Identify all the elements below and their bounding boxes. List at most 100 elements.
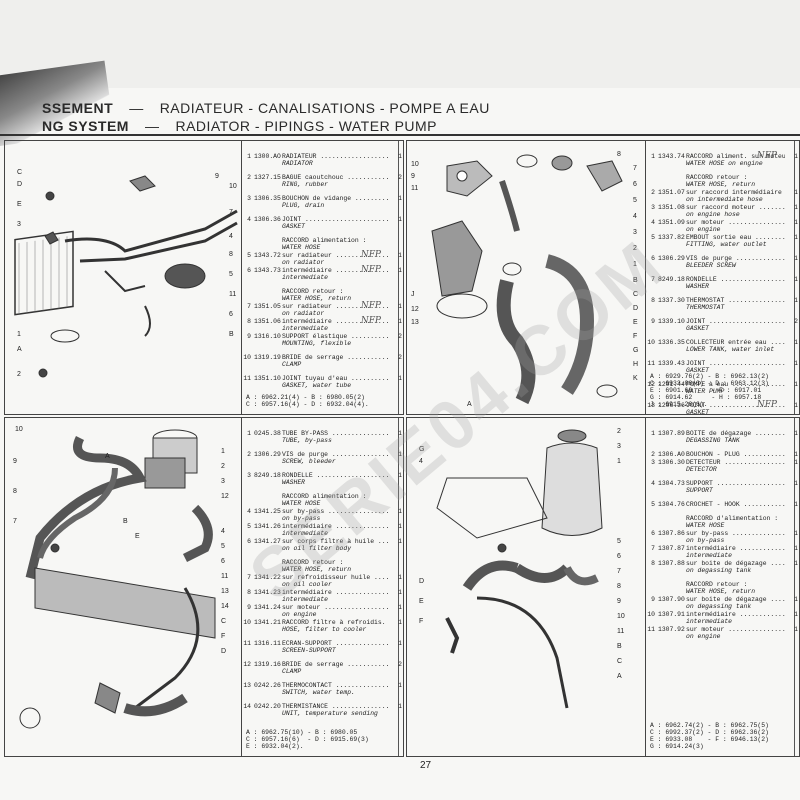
quantity: 1: [398, 508, 402, 515]
part-name-en: WASHER: [282, 479, 306, 486]
part-name-fr: RACCORD aliment. sur moteur.: [686, 153, 785, 160]
callout-label: E: [135, 533, 140, 540]
quantity: 1: [398, 252, 402, 259]
quantity: 2: [398, 354, 402, 361]
group-label-en: WATER HOSE: [282, 500, 321, 507]
quantity: 1: [398, 538, 402, 545]
callout-label: 8: [617, 583, 621, 590]
callout-label: C: [633, 291, 639, 298]
callout-label: 11: [617, 628, 625, 635]
item-number: 13: [647, 402, 655, 409]
part-name-fr: intermédiaire: [282, 267, 389, 274]
dash: —: [129, 100, 144, 116]
section-title-fr: SSEMENT: [42, 100, 114, 116]
quantity-column: [398, 141, 399, 414]
group-label-en: WATER HOSE, return: [686, 588, 756, 595]
item-number: 3: [247, 472, 251, 479]
part-name-en: WASHER: [686, 283, 710, 290]
part-name-fr: ECRAN-SUPPORT: [282, 640, 389, 647]
callout-label: F: [221, 633, 226, 640]
part-reference: 1306.29: [658, 255, 685, 262]
part-name-en: BLEEDER SCREW: [686, 262, 736, 269]
part-name-en: MOUNTING, flexible: [282, 340, 352, 347]
quantity: 1: [398, 318, 402, 325]
part-name-en: on degassing tank: [686, 603, 752, 610]
part-reference: 1307.92: [658, 626, 685, 633]
section-title-en: NG SYSTEM: [42, 118, 129, 134]
part-reference: 1306.A0: [658, 451, 685, 458]
quantity: 1: [398, 267, 402, 274]
part-reference: 1327.15: [254, 174, 281, 181]
part-name-en: intermediate: [686, 618, 733, 625]
part-name-fr: VIS de purge: [282, 451, 389, 458]
part-name-fr: sur boite de dégazage: [686, 560, 785, 567]
item-number: 1: [247, 153, 251, 160]
callout-label: D: [419, 578, 425, 585]
handwritten-nfp-note: NFP: [756, 151, 777, 161]
item-number: 5: [651, 501, 655, 508]
part-name-en: on radiator: [282, 259, 325, 266]
hose-group-heading: RACCORD retour :WATER HOSE, return: [646, 174, 799, 188]
callout-label: 2: [17, 371, 21, 378]
callout-label: 6: [633, 181, 637, 188]
item-number: 7: [247, 303, 251, 310]
quadrant-oil-cooler-hoses: 10 9 8 7 B A 1 2 3 4 5 6 11 12 13 14 C D…: [4, 417, 404, 757]
callout-label: A: [617, 673, 622, 680]
part-name-fr: intermédiaire: [282, 318, 389, 325]
quantity: 1: [398, 451, 402, 458]
group-label-fr: RACCORD retour :: [686, 581, 748, 588]
item-number: 2: [651, 451, 655, 458]
part-name-fr: sur radiateur: [282, 303, 389, 310]
part-name-en: LOWER TANK, water inlet: [686, 346, 775, 353]
callout-label: 9: [617, 598, 621, 605]
part-reference: 1339.10: [658, 318, 685, 325]
callout-label: 4: [633, 213, 637, 220]
callout-label: 5: [617, 538, 621, 545]
part-reference: 0242.20: [254, 703, 281, 710]
part-name-en: FITTING, water outlet: [686, 241, 767, 248]
item-number: 14: [243, 703, 251, 710]
quantity: 1: [398, 589, 402, 596]
callout-label: K: [633, 375, 638, 382]
part-reference: 1319.19: [254, 354, 281, 361]
item-number: 6: [247, 267, 251, 274]
part-name-fr: RONDELLE: [282, 472, 389, 479]
item-number: 8: [247, 318, 251, 325]
callout-label: 8: [617, 151, 621, 158]
part-name-fr: EMBOUT sortie eau: [686, 234, 785, 241]
header-rule: [0, 134, 800, 762]
part-name-fr: intermédiaire: [686, 611, 785, 618]
part-name-en: RADIATOR: [282, 160, 313, 167]
quantity: 1: [398, 153, 402, 160]
callout-label: 5: [221, 543, 225, 550]
quantity: 1: [398, 682, 402, 689]
part-reference: 1341.22: [254, 574, 281, 581]
part-name-fr: intermédiaire: [686, 545, 785, 552]
callout-label: D: [17, 181, 23, 188]
part-reference: 1304.76: [658, 501, 685, 508]
part-name-en: on engine: [686, 226, 721, 233]
quantity: 1: [398, 472, 402, 479]
item-number: 1: [651, 153, 655, 160]
part-name-fr: COLLECTEUR entrée eau: [686, 339, 785, 346]
quantity: 1: [794, 153, 798, 160]
callout-label: J: [411, 291, 415, 298]
part-reference: 8249.18: [658, 276, 685, 283]
part-name-en: GASKET: [282, 223, 306, 230]
item-number: 10: [647, 611, 655, 618]
quantity: 1: [398, 216, 402, 223]
